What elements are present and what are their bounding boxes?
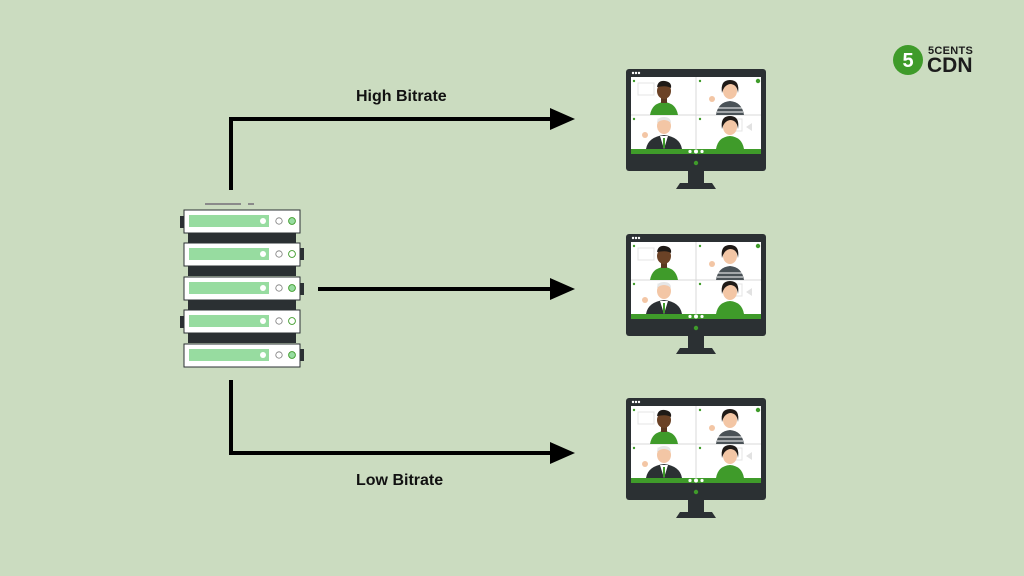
arrow-high [229, 108, 575, 190]
arrow-low [229, 380, 575, 464]
logo-line1: 5CENTS [928, 45, 974, 57]
arrow-mid [318, 278, 575, 300]
monitor-icon-middle [625, 233, 767, 355]
logo-line2: CDN [927, 54, 973, 77]
arrow-right-icon [550, 278, 575, 300]
arrow-right-icon [550, 108, 575, 130]
logo-badge-icon: 5 [893, 45, 923, 75]
monitor-icon-bottom [625, 397, 767, 519]
monitor-icon-top [625, 68, 767, 190]
logo-mark: 5 [902, 50, 913, 72]
high-bitrate-label: High Bitrate [356, 88, 447, 105]
server-rack-icon [180, 203, 304, 368]
low-bitrate-label: Low Bitrate [356, 472, 444, 489]
brand-logo: 5 5CENTS CDN [892, 44, 988, 80]
arrow-right-icon [550, 442, 575, 464]
